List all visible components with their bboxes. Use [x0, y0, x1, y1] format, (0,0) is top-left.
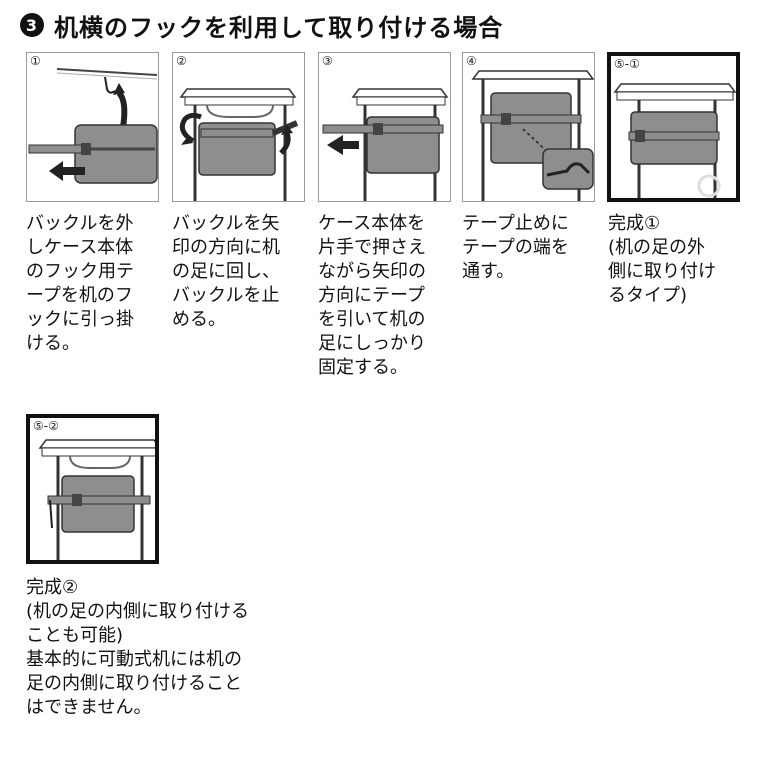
desk-hook-icon — [104, 76, 116, 94]
step-4-drawing — [471, 70, 594, 201]
arrow-left-icon — [327, 135, 359, 155]
step-1-caption: バックルを外 しケース本体 のフック用テ ープを机のフ ックに引っ掛 ける。 — [26, 213, 134, 354]
step-3-illustration: ③ — [318, 52, 451, 202]
step-3-drawing — [322, 88, 449, 201]
step-5-1-number: ⑤-① — [614, 57, 640, 71]
step-5-1-caption: 完成① (机の足の外 側に取り付け るタイプ) — [608, 213, 716, 306]
step-5-2-number: ⑤-② — [33, 419, 59, 433]
step-2-number: ② — [176, 54, 187, 68]
page-title: 3 机横のフックを利用して取り付ける場合 — [20, 8, 503, 42]
step-5-2-caption: 完成② (机の足の内側に取り付ける ことも可能) 基本的に可動式机には机の 足の… — [26, 577, 250, 718]
case-body — [74, 124, 158, 184]
strap — [28, 144, 90, 154]
step-3-number: ③ — [322, 54, 333, 68]
watermark-logo — [697, 174, 721, 198]
case-body — [490, 92, 572, 164]
step-2-drawing — [179, 88, 299, 201]
step-5-2-drawing — [38, 439, 155, 560]
step-3-caption: ケース本体を 片手で押さえ ながら矢印の 方向にテープ を引いて机の 足にしっか… — [318, 213, 426, 378]
step-5-2-illustration: ⑤-② — [26, 414, 159, 564]
arrow-curve-icon — [179, 112, 202, 144]
step-2-caption: バックルを矢 印の方向に机 の足に回し、 バックルを止 める。 — [172, 213, 280, 330]
step-4-number: ④ — [466, 54, 477, 68]
strap — [480, 114, 582, 124]
step-1-illustration: ① — [26, 52, 159, 202]
arrow-up-icon — [116, 90, 128, 128]
page-title-text: 机横のフックを利用して取り付ける場合 — [54, 13, 504, 42]
step-2-illustration: ② — [172, 52, 305, 202]
section-number-badge: 3 — [20, 13, 44, 37]
step-5-1-drawing — [613, 83, 736, 198]
step-1-number: ① — [30, 54, 41, 68]
step-5-1-illustration: ⑤-① — [607, 52, 740, 202]
desk-top — [179, 88, 297, 98]
step-1-drawing — [28, 68, 158, 184]
step-4-caption: テープ止めに テープの端を 通す。 — [462, 213, 569, 282]
step-4-illustration: ④ — [462, 52, 595, 202]
arrow-up-right-icon — [279, 132, 291, 155]
arrow-left-icon — [49, 161, 85, 181]
